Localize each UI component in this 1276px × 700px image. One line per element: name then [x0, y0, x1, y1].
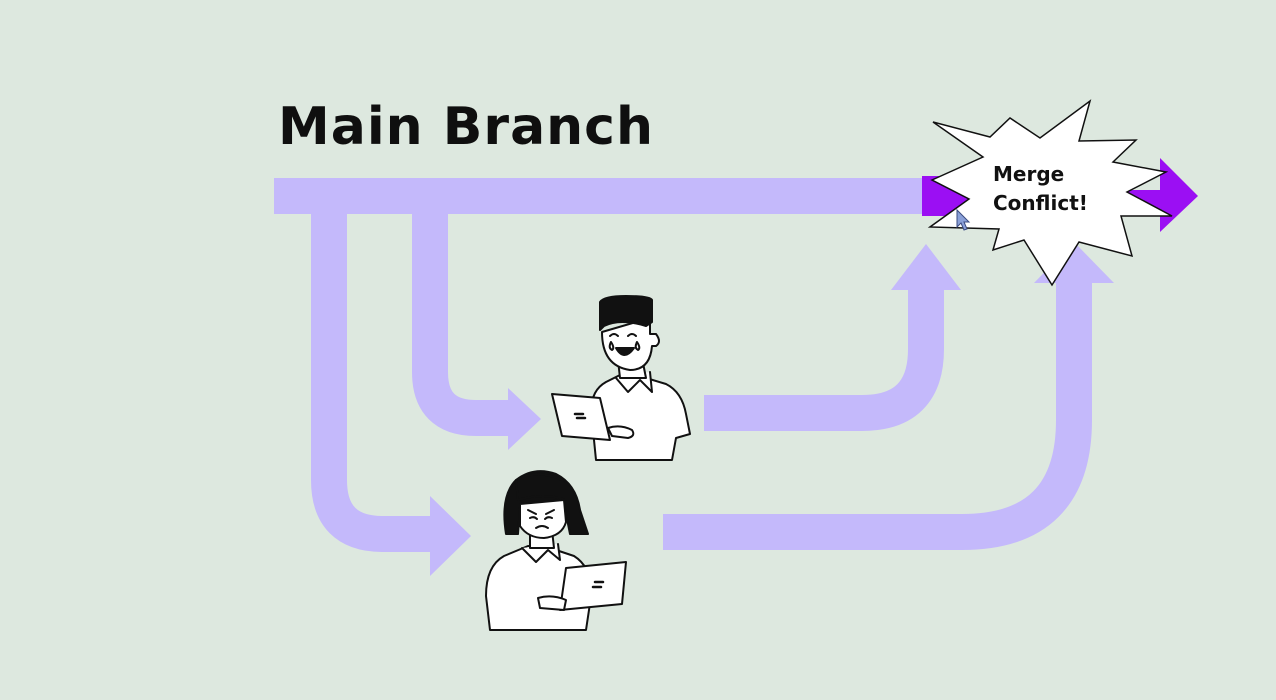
arrowhead-to-upset [430, 496, 471, 576]
merge-conflict-label-line1: Merge [993, 162, 1065, 186]
developer-happy [551, 295, 691, 461]
developer-upset [485, 470, 627, 631]
branch-out-happy [412, 196, 512, 436]
arrowhead-to-happy [508, 388, 541, 450]
branch-out-upset [311, 196, 432, 552]
branch-in-upset [663, 282, 1092, 550]
arrowhead-merge-happy [891, 244, 961, 290]
mouse-pointer-icon [956, 208, 971, 231]
merge-arrowhead-right [1118, 158, 1198, 232]
branch-in-happy [704, 288, 944, 431]
merge-conflict-burst [927, 99, 1173, 287]
merge-conflict-label-line2: Conflict! [993, 191, 1088, 215]
main-branch-title: Main Branch [278, 97, 655, 157]
merge-conflict-label: Merge Conflict! [993, 160, 1088, 218]
